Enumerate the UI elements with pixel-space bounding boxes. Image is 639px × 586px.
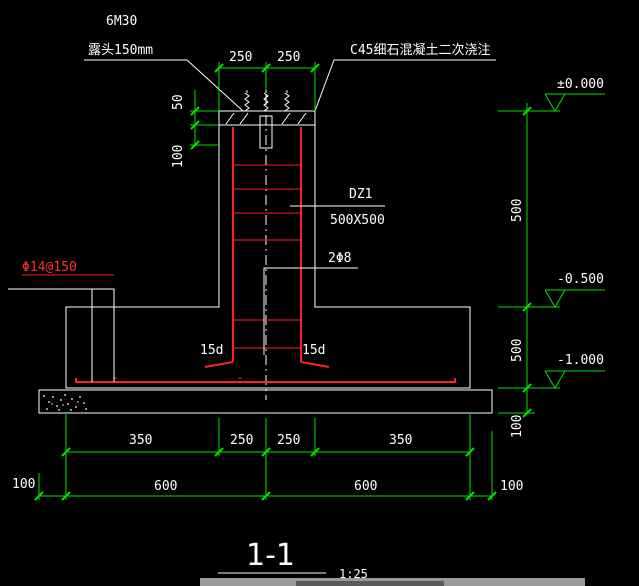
anchor-bolts <box>244 90 290 149</box>
anchorage-left: 15d <box>200 343 223 358</box>
dim-row2-600-left: 600 <box>154 479 177 494</box>
grout-note: C45细石混凝土二次浇注 <box>350 42 490 58</box>
dim-right-500-upper: 500 <box>510 199 525 222</box>
rebar <box>22 127 456 383</box>
column-size: 500X500 <box>330 213 385 228</box>
bottom-frame-bar-inner <box>296 581 444 586</box>
grout-cap <box>218 110 316 126</box>
dim-right-100: 100 <box>510 415 525 438</box>
grout-hatch <box>225 112 307 125</box>
dim-top-right: 250 <box>277 50 300 65</box>
dim-row1-250-right: 250 <box>277 433 300 448</box>
leaders <box>8 59 496 382</box>
column-id: DZ1 <box>349 187 372 202</box>
dim-row2-600-right: 600 <box>354 479 377 494</box>
stirrup-label: 2Φ8 <box>328 251 351 266</box>
bolt-label: 6M30 <box>106 14 137 29</box>
dim-50: 50 <box>171 94 186 110</box>
dim-top-left: 250 <box>229 50 252 65</box>
bottom-mat <box>75 378 456 383</box>
anchorage-right: 15d <box>302 343 325 358</box>
dim-right-500-lower: 500 <box>510 339 525 362</box>
dim-right-100-bottom: 100 <box>500 479 523 494</box>
elevation-top: ±0.000 <box>557 77 604 92</box>
section-scale: 1:25 <box>339 567 368 581</box>
bottom-rebar-label: Φ14@150 <box>22 260 77 275</box>
dim-row1-250-left: 250 <box>230 433 253 448</box>
elevation-mid: -0.500 <box>557 272 604 287</box>
pedestal-footing-outline <box>65 125 471 389</box>
dim-row1-350-right: 350 <box>389 433 412 448</box>
right-dimension-lines <box>498 93 605 418</box>
dim-100-top: 100 <box>171 145 186 168</box>
bottom-dimension-lines <box>34 413 497 501</box>
section-title: 1-1 <box>246 538 295 573</box>
dim-left-100: 100 <box>12 477 35 492</box>
bolt-note: 露头150mm <box>88 43 153 58</box>
top-dimension-lines <box>190 62 320 150</box>
hook-left <box>204 361 234 368</box>
dim-row1-350-left: 350 <box>129 433 152 448</box>
elevation-bottom: -1.000 <box>557 353 604 368</box>
blinding-hatch <box>43 394 87 411</box>
blinding-layer <box>38 389 493 414</box>
hook-right <box>300 361 330 368</box>
